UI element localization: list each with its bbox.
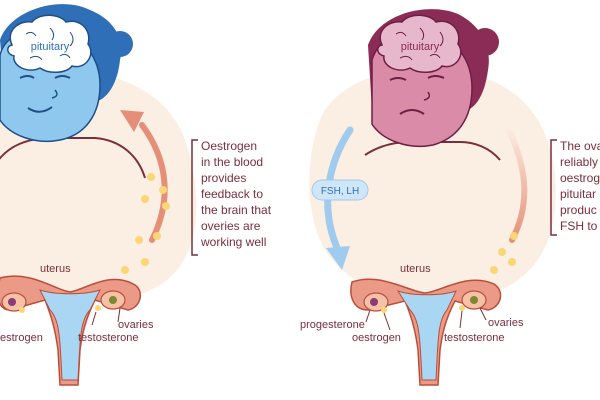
- left-annotation-line: the brain that: [201, 203, 272, 217]
- left-testosterone-label: testosterone: [78, 332, 139, 344]
- brain-icon: pituitary: [377, 14, 462, 73]
- left-ovaries-label: ovaries: [118, 319, 154, 331]
- right-annotation-line: oestrog: [560, 171, 600, 185]
- left-panel: pituitary Oestrogen in the blood provide…: [0, 4, 272, 386]
- left-annotation-text: Oestrogen in the blood provides feedback…: [200, 139, 272, 249]
- right-oestrogen-label: oestrogen: [352, 332, 401, 344]
- right-annotation-text: The ova reliably oestrog pituitar produc…: [560, 139, 600, 233]
- right-annotation-bracket: [550, 139, 557, 236]
- left-annotation-line: Oestrogen: [201, 139, 257, 153]
- right-pituitary-label: pituitary: [401, 41, 440, 53]
- right-uterus-label: uterus: [400, 263, 431, 275]
- arrow-down-icon: [326, 246, 350, 270]
- left-pituitary-label: pituitary: [31, 41, 70, 53]
- left-annotation-bracket: [191, 139, 198, 256]
- ovary-icon: [363, 292, 389, 312]
- right-ovaries-label: ovaries: [488, 317, 524, 329]
- right-feedback-arrow: [505, 125, 528, 243]
- left-uterus-label: uterus: [40, 263, 71, 275]
- right-annotation-line: pituitar: [560, 187, 596, 201]
- left-annotation-line: working well: [200, 235, 266, 249]
- left-annotation-line: provides: [201, 171, 246, 185]
- ovary-icon: [1, 292, 27, 312]
- ovary-icon: [100, 290, 126, 310]
- left-oestrogen-label: estrogen: [0, 332, 43, 344]
- left-annotation-line: in the blood: [201, 155, 263, 169]
- left-feedback-arrow: [120, 110, 168, 243]
- left-annotation-line: feedback to: [201, 187, 263, 201]
- left-uterus-icon: [0, 275, 142, 386]
- right-panel: pituitary FSH, LH The ova reliably oestr…: [300, 9, 600, 386]
- right-hormone-pill: FSH, LH: [311, 179, 369, 201]
- ovary-icon: [461, 290, 487, 310]
- right-background-blob: [309, 68, 556, 303]
- right-annotation-line: FSH to: [560, 219, 598, 233]
- right-testosterone-label: testosterone: [444, 332, 505, 344]
- right-annotation-line: produc: [560, 203, 597, 217]
- brain-icon: pituitary: [7, 14, 92, 73]
- right-uterus-icon: [350, 278, 502, 386]
- right-progesterone-label: progesterone: [300, 319, 365, 331]
- arrow-up-icon: [120, 110, 144, 132]
- right-annotation-line: The ova: [560, 139, 600, 153]
- right-yellow-dots: [490, 232, 518, 274]
- right-annotation-line: reliably: [560, 155, 598, 169]
- left-annotation-line: overies are: [201, 219, 261, 233]
- right-hormone-pill-label: FSH, LH: [321, 186, 359, 197]
